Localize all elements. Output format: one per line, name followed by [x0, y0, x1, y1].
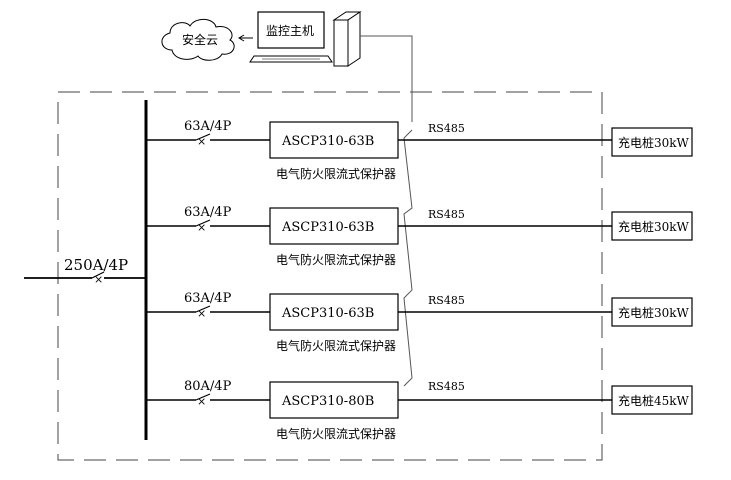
- distribution-cabinet-outline: [57, 91, 603, 461]
- protector-device-model: ASCP310-63B: [281, 306, 374, 321]
- branch-breaker-contact: ×: [197, 395, 206, 408]
- branch-1: × 63A/4P ASCP310-63B 电气防火限流式保护器 RS485 充电…: [146, 119, 693, 181]
- comm-label: RS485: [428, 380, 465, 393]
- charger-box: [611, 297, 693, 327]
- comm-trunk-zigzag: [403, 129, 413, 387]
- charger-label: 充电桩30kW: [618, 135, 690, 150]
- protector-caption: 电气防火限流式保护器: [276, 166, 396, 181]
- cloud-icon: [161, 18, 235, 61]
- protector-device-box: [269, 207, 399, 245]
- main-breaker-contact: ×: [94, 273, 103, 286]
- protector-caption: 电气防火限流式保护器: [276, 338, 396, 353]
- pc-tower-icon: [332, 11, 362, 67]
- monitor-label: 监控主机: [266, 24, 314, 38]
- branch-breaker-blade: [195, 133, 211, 141]
- branch-breaker-blade: [195, 393, 211, 401]
- charger-box: [611, 211, 693, 241]
- comm-trunk-line: [360, 35, 413, 122]
- comm-label: RS485: [428, 208, 465, 221]
- comm-label: RS485: [428, 122, 465, 135]
- charger-box: [611, 127, 693, 157]
- branch-4: × 80A/4P ASCP310-80B 电气防火限流式保护器 RS485 充电…: [146, 379, 693, 441]
- branch-breaker-contact: ×: [197, 221, 206, 234]
- comm-label: RS485: [428, 294, 465, 307]
- monitor-icon: [249, 11, 333, 63]
- branch-breaker-contact: ×: [197, 307, 206, 320]
- protector-caption: 电气防火限流式保护器: [276, 426, 396, 441]
- branch-breaker-blade: [195, 305, 211, 313]
- charger-label: 充电桩30kW: [618, 305, 690, 320]
- protector-caption: 电气防火限流式保护器: [276, 252, 396, 267]
- branch-breaker-label: 63A/4P: [184, 205, 232, 220]
- upload-arrow-head: [238, 34, 245, 42]
- charger-label: 充电桩30kW: [618, 219, 690, 234]
- protector-device-box: [269, 381, 399, 419]
- protector-device-model: ASCP310-80B: [281, 394, 374, 409]
- protector-device-model: ASCP310-63B: [281, 220, 374, 235]
- branch-breaker-blade: [195, 219, 211, 227]
- charger-label: 充电桩45kW: [618, 393, 690, 408]
- branch-breaker-label: 63A/4P: [184, 119, 232, 134]
- branch-breaker-label: 63A/4P: [184, 291, 232, 306]
- branch-2: × 63A/4P ASCP310-63B 电气防火限流式保护器 RS485 充电…: [146, 205, 693, 267]
- branch-3: × 63A/4P ASCP310-63B 电气防火限流式保护器 RS485 充电…: [146, 291, 693, 353]
- charger-box: [611, 385, 693, 415]
- branch-breaker-contact: ×: [197, 135, 206, 148]
- cloud-label: 安全云: [182, 32, 218, 47]
- protector-device-model: ASCP310-63B: [281, 134, 374, 149]
- main-breaker-label: 250A/4P: [64, 256, 128, 274]
- main-breaker-blade: [91, 271, 105, 279]
- protector-device-box: [269, 293, 399, 331]
- branch-breaker-label: 80A/4P: [184, 379, 232, 394]
